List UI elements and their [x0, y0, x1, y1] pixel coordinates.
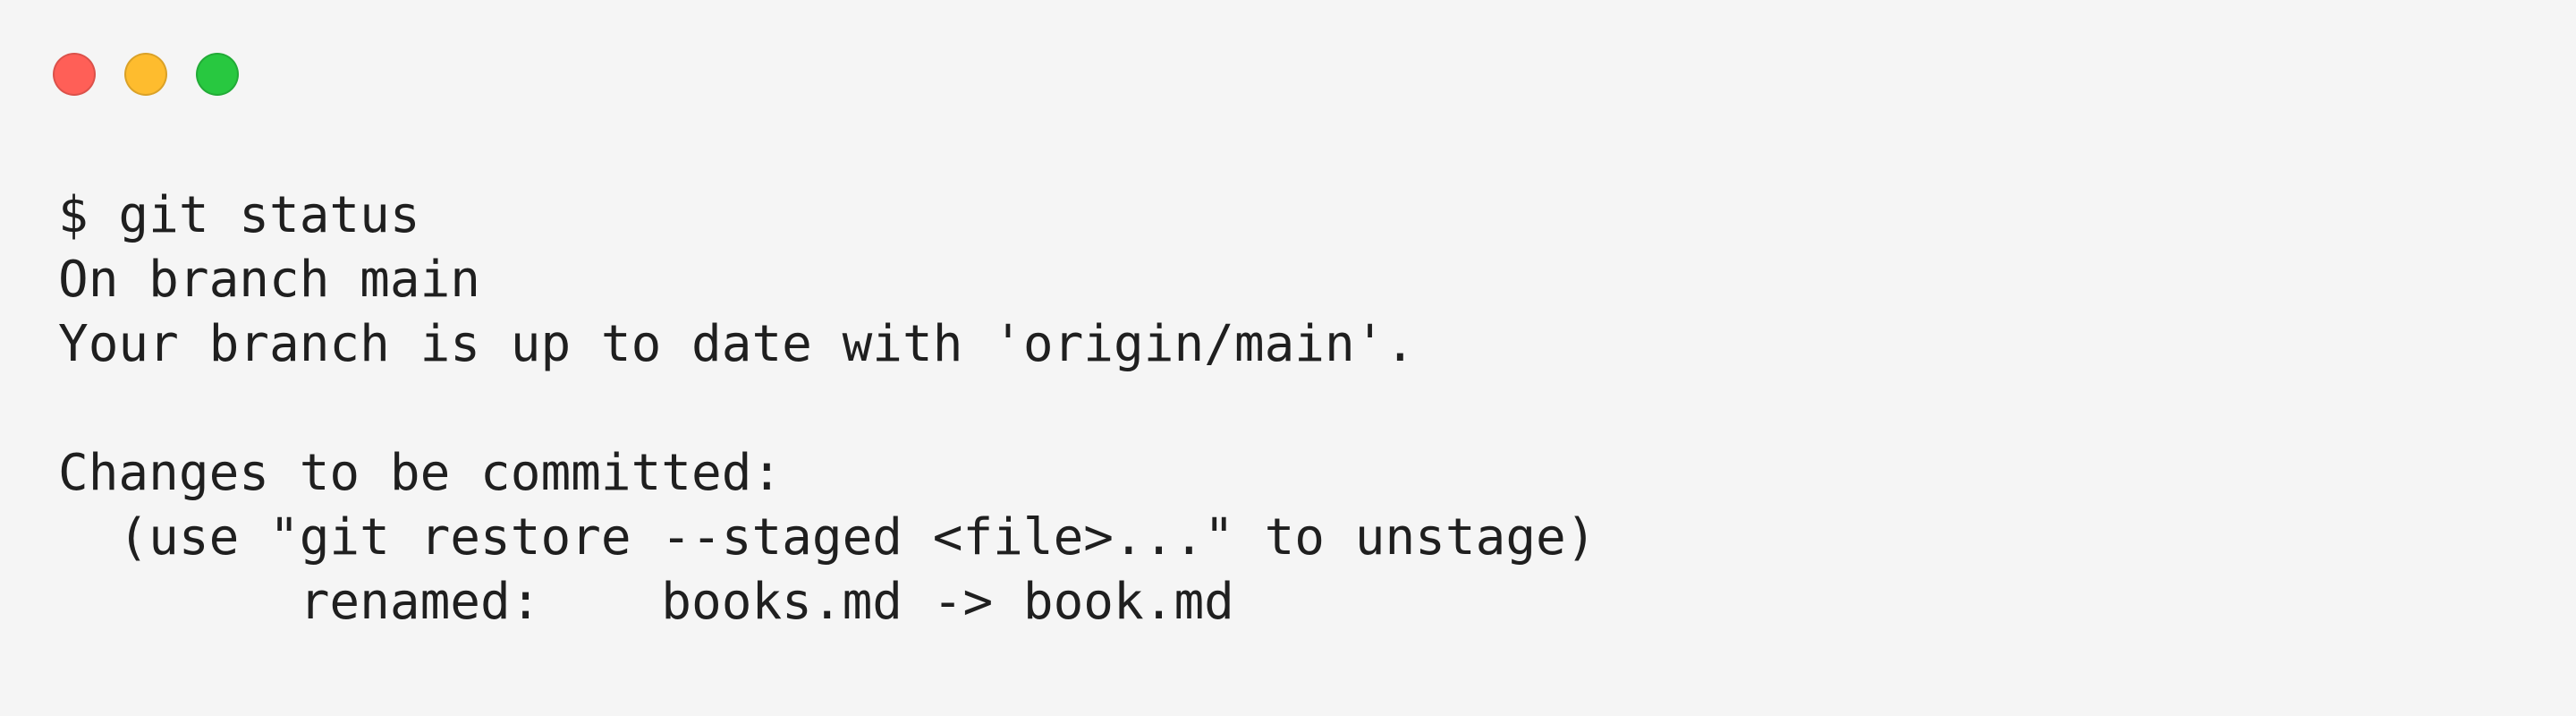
minimize-button[interactable] [124, 53, 167, 96]
close-button[interactable] [53, 53, 96, 96]
changes-header-line: Changes to be committed: [58, 444, 783, 502]
blank-line [58, 377, 1596, 441]
restore-hint-line: (use "git restore --staged <file>..." to… [58, 508, 1597, 567]
command-line: $ git status [58, 186, 420, 244]
zoom-button[interactable] [196, 53, 239, 96]
upstream-status-line: Your branch is up to date with 'origin/m… [58, 315, 1416, 373]
renamed-file-line: renamed: books.md -> book.md [58, 573, 1234, 631]
branch-status-line: On branch main [58, 251, 481, 309]
